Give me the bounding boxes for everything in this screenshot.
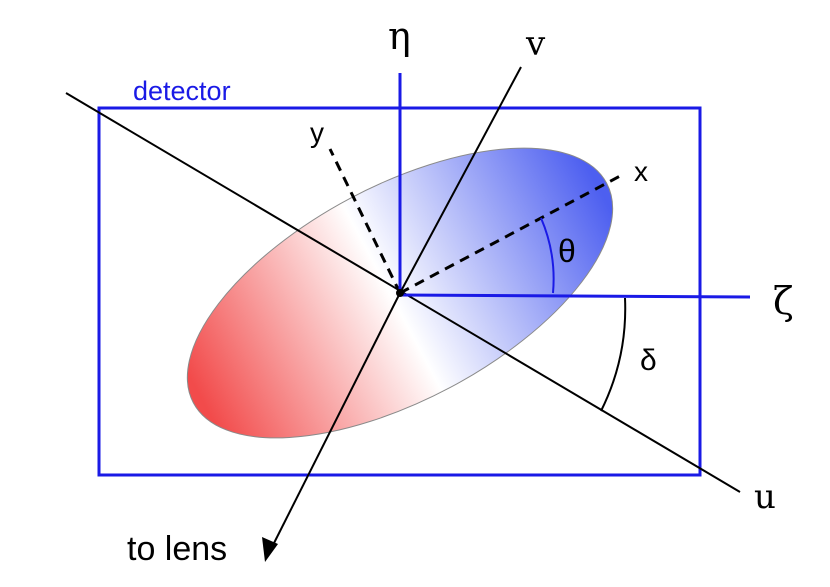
zeta-axis-line xyxy=(399,293,751,299)
zeta-label: ζ xyxy=(773,279,794,323)
theta-angle-arc xyxy=(540,217,555,294)
v-label: v xyxy=(525,24,546,64)
v-axis-line xyxy=(399,66,522,294)
y-label: y xyxy=(310,117,324,148)
origin-point xyxy=(396,289,404,297)
x-axis-dashed xyxy=(399,173,623,295)
y-axis-dashed xyxy=(328,148,402,294)
x-label: x xyxy=(634,156,648,187)
theta-label: θ xyxy=(558,233,576,269)
delta-angle-arc xyxy=(600,297,627,412)
delta-label: δ xyxy=(640,344,657,377)
to-lens-arrow xyxy=(268,292,401,554)
to-lens-arrowhead xyxy=(262,537,278,562)
u-label: u xyxy=(754,477,776,517)
to-lens-label: to lens xyxy=(127,530,227,568)
detector-label: detector xyxy=(133,76,231,106)
eta-label: η xyxy=(388,14,411,58)
